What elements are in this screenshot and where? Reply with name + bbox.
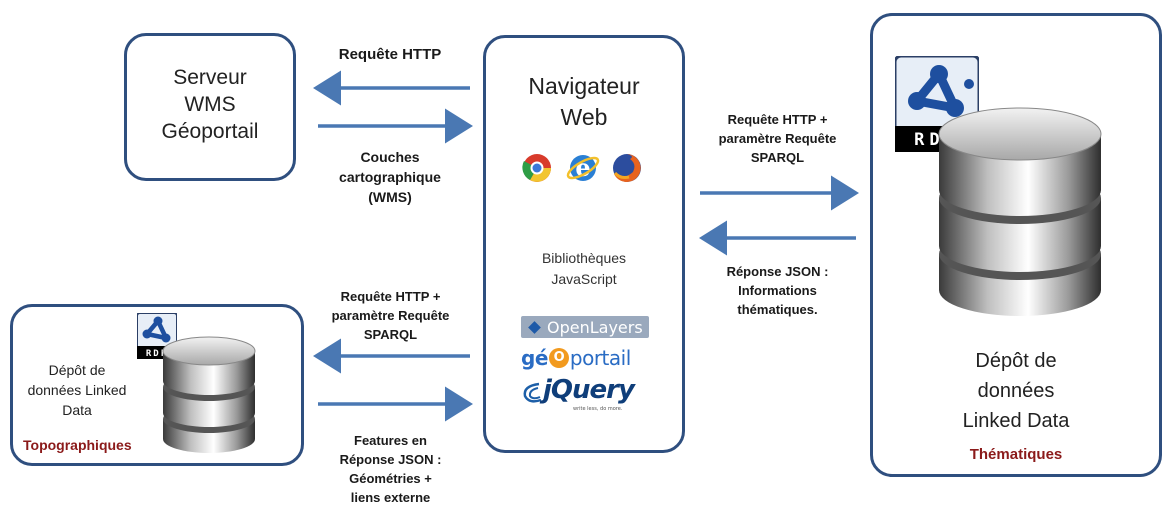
label-line: SPARQL: [750, 150, 805, 165]
topo-store-label-line: Data: [62, 402, 92, 418]
label-line: thématiques.: [737, 302, 818, 317]
label-http-request-top: Requête HTTP: [300, 45, 480, 65]
label-sparql-request-right: Requête HTTP + paramètre Requête SPARQL: [690, 110, 865, 167]
label-line: liens externe: [350, 490, 431, 505]
topographic-category-label: Topographiques: [23, 437, 132, 453]
openlayers-logo: OpenLayers: [521, 316, 649, 338]
firefox-icon: [613, 154, 641, 182]
label-line: Requête HTTP: [338, 46, 442, 63]
server-label-line: Géoportail: [161, 120, 259, 143]
label-line: (WMS): [368, 189, 412, 205]
label-features-response-left: Features en Réponse JSON : Géométries + …: [303, 431, 478, 507]
topographic-data-store-box: RDF Dépôt de données Linked Data Topo: [10, 304, 304, 466]
openlayers-icon: [528, 320, 541, 334]
label-line: Réponse JSON :: [339, 452, 442, 467]
label-line: Requête HTTP +: [727, 112, 828, 127]
label-line: Géométries +: [349, 471, 432, 486]
database-small-icon: [162, 336, 256, 453]
libraries-label-line: Bibliothèques: [541, 250, 627, 266]
jquery-logo: jQuery write less, do more.: [521, 375, 661, 415]
geoportail-o-icon: O: [548, 348, 569, 368]
web-browser-box: Navigateur Web e Bibliothèques JavaScrip…: [483, 35, 685, 453]
jquery-tagline: write less, do more.: [573, 406, 623, 412]
label-line: Requête HTTP +: [340, 289, 441, 304]
openlayers-text: OpenLayers: [547, 317, 643, 337]
label-line: Couches: [360, 149, 420, 165]
server-label-line: WMS: [184, 93, 236, 116]
label-line: paramètre Requête: [331, 308, 450, 323]
label-line: Features en: [354, 433, 427, 448]
geoportail-logo: g é O portail: [521, 343, 661, 373]
label-line: Réponse JSON :: [726, 264, 829, 279]
rdf-logo-icon: RDF: [895, 56, 979, 152]
server-label-line: Serveur: [173, 66, 247, 89]
geoportail-text-e: é: [534, 346, 549, 370]
thematic-data-store-box: RDF Dépôt de données: [870, 13, 1162, 477]
thematic-store-label-line: Dépôt de: [975, 350, 1057, 372]
label-line: Informations: [738, 283, 817, 298]
topo-store-label-line: données Linked: [27, 382, 127, 398]
label-wms-layers: Couches cartographique (WMS): [300, 147, 480, 207]
label-line: SPARQL: [363, 327, 418, 342]
jquery-text: jQuery: [543, 375, 635, 405]
label-line: paramètre Requête: [718, 131, 837, 146]
database-icon: [938, 107, 1102, 316]
wms-server-box: Serveur WMS Géoportail: [124, 33, 296, 181]
geoportail-text-g: g: [521, 346, 535, 370]
browser-icons: e: [522, 153, 641, 182]
label-json-response-right: Réponse JSON : Informations thématiques.: [690, 262, 865, 319]
topo-store-label-line: Dépôt de: [48, 362, 106, 378]
libraries-label-line: JavaScript: [551, 271, 617, 287]
label-sparql-request-left: Requête HTTP + paramètre Requête SPARQL: [303, 287, 478, 344]
chrome-icon: [522, 154, 551, 182]
internet-explorer-icon: e: [566, 153, 600, 182]
browser-title-line: Navigateur: [528, 73, 640, 99]
rdf-small-text: RDF: [146, 349, 168, 359]
browser-title-line: Web: [560, 104, 608, 130]
thematic-store-label-line: données: [977, 380, 1055, 402]
thematic-category-label: Thématiques: [969, 446, 1063, 463]
jquery-swirl-icon: [523, 382, 542, 403]
thematic-store-label-line: Linked Data: [962, 410, 1070, 432]
label-line: cartographique: [339, 169, 441, 185]
geoportail-text-portail: portail: [569, 346, 631, 370]
